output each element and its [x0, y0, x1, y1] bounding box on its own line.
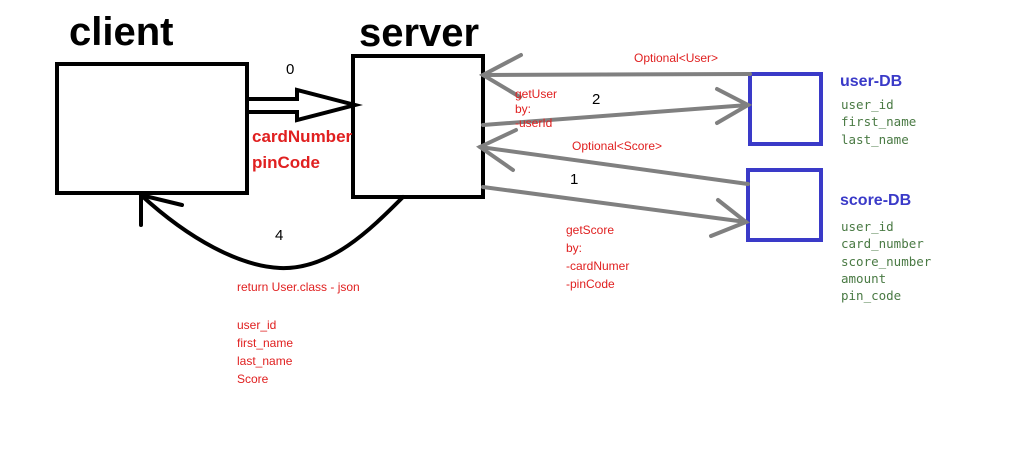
grey-arrows [476, 53, 753, 238]
optional-score-label: Optional<Score> [572, 139, 663, 153]
return-fields: user_id first_name last_name Score [237, 316, 293, 388]
param-card-number: cardNumber [252, 127, 353, 146]
user-db-to-server-arrow [481, 72, 752, 77]
user-db-field-list: user_id first_name last_name [841, 96, 916, 148]
server-to-score-db-arrow [481, 185, 748, 224]
step-2-label: 2 [592, 91, 601, 108]
return-field: first_name [237, 336, 294, 350]
user-db-label: user-DB [840, 73, 903, 90]
db-field: score_number [841, 253, 932, 269]
db-field: user_id [841, 97, 894, 112]
server-to-client-arrow [139, 192, 405, 271]
db-field: card_number [841, 236, 924, 252]
step-4-label: 4 [275, 227, 284, 244]
score-db-field-list: user_id card_number score_number amount … [841, 218, 931, 304]
return-field: Score [237, 372, 269, 386]
return-field: user_id [237, 318, 277, 332]
return-label: return User.class - json [237, 280, 360, 294]
server-to-user-db-arrow [481, 103, 750, 127]
db-field: amount [841, 270, 887, 286]
client-label: client [69, 10, 174, 54]
score-db-label: score-DB [840, 192, 912, 209]
get-user-label: getUser by: -userId [515, 87, 558, 131]
score-db-to-server-arrow [478, 145, 750, 186]
step-0-label: 0 [286, 61, 295, 78]
optional-user-label: Optional<User> [634, 51, 719, 65]
client-request-params: cardNumber pinCode [252, 124, 352, 177]
user-db-box [748, 72, 823, 146]
step-1-label: 1 [570, 171, 579, 188]
db-field: pin_code [841, 288, 902, 303]
score-db-box [746, 168, 823, 242]
db-field: last_name [841, 131, 909, 147]
param-pin-code: pinCode [252, 153, 320, 173]
server-box [351, 54, 485, 199]
db-field: user_id [841, 219, 894, 234]
client-box [55, 62, 249, 195]
db-field: first_name [841, 114, 917, 130]
server-label: server [359, 11, 480, 55]
get-score-label: getScore by: -cardNumer -pinCode [566, 223, 630, 291]
return-field: last_name [237, 354, 293, 368]
client-to-server-arrow [247, 87, 363, 123]
